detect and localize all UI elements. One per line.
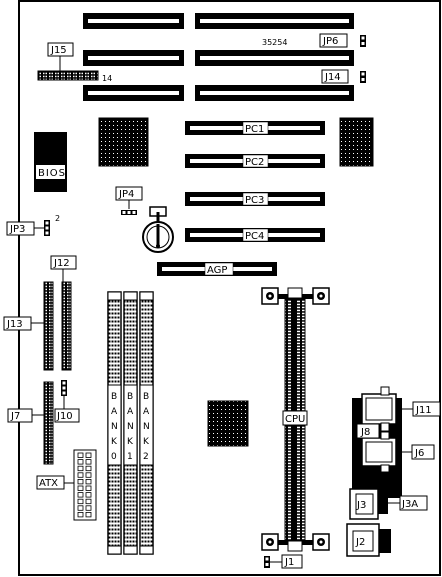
jp4-label: JP4 [118,189,134,200]
atx-pin [85,465,92,472]
j7-label: J7 [10,411,20,422]
pci-slot-2: PC2 [185,154,325,168]
cpu-label: CPU [285,414,305,425]
bank0-letter-0: 0 [111,452,117,462]
j8-label: J8 [360,427,370,438]
ide-header-left [43,281,54,371]
j2-label: J2 [355,537,365,548]
atx-pin [77,485,84,491]
j11-label: J11 [415,405,432,416]
j10-label: J10 [56,411,73,422]
bios-label: BIOS [38,168,66,179]
pc4-label: PC4 [245,231,264,242]
ide-header-right [61,281,72,371]
j15-pin-label: 14 [102,74,112,83]
bank2-letter-k: K [143,437,150,447]
bank0-letter-a: A [111,407,118,417]
j11-connector: J11 [396,401,441,417]
bank1-letter-b: B [127,392,133,402]
jp4-jumper: JP4 [115,186,143,215]
atx-pin [77,452,84,458]
j1-label: J1 [284,557,294,568]
bank0-letter-b: B [111,392,117,402]
atx-pin [77,459,84,465]
j3a-label: J3A [401,499,418,510]
j14-label: J14 [324,72,341,83]
j12-label: J12 [53,258,70,269]
j13-connector: J13 [3,316,44,331]
chipset-bottom [207,400,249,447]
serial-parallel-ports: J8 [352,386,402,498]
chipset-right [339,117,374,167]
atx-connector: ATX [36,449,97,521]
j15-connector: J15 14 [37,42,112,83]
j15-label: J15 [50,45,67,56]
board-number: 35254 [262,38,287,47]
bank1-letter-a: A [127,407,134,417]
j12-connector: J12 [50,255,77,282]
agp-label: AGP [207,265,227,276]
dimm-bank-2: B A N K 2 [139,291,154,555]
bank2-letter-b: B [143,392,149,402]
atx-pin [77,505,84,511]
cpu-slot: CPU [261,287,330,552]
atx-pin [77,465,84,472]
bios-chip: BIOS [34,132,67,192]
j3-label: J3 [356,500,366,511]
j14-connector: J14 [321,69,366,84]
bank0-letter-n: N [111,422,118,432]
bank2-letter-2: 2 [143,452,149,462]
bank2-letter-n: N [143,422,150,432]
atx-pin [85,498,92,505]
agp-slot: AGP [157,262,277,276]
atx-pin [77,492,84,498]
dimm-bank-0: B A N K 0 [107,291,122,555]
bank1-letter-n: N [127,422,134,432]
atx-label: ATX [39,478,58,489]
atx-pin [85,485,92,491]
isa-slot-2 [83,50,354,66]
battery [142,206,174,253]
atx-pin [77,512,84,518]
jp6-jumper: JP6 [319,33,366,48]
jp3-pin-label: 2 [55,214,60,223]
j7-connector: J7 [7,408,44,423]
j1-connector: J1 [264,554,303,569]
atx-pin [85,478,92,485]
jp6-label: JP6 [322,36,338,47]
atx-pin [85,452,92,458]
bank1-letter-k: K [127,437,134,447]
j3-connector: J3 J3A [349,488,428,520]
atx-pin [85,459,92,465]
bank2-letter-a: A [143,407,150,417]
j6-label: J6 [414,448,424,459]
atx-pin [85,512,92,518]
atx-pin [85,472,92,478]
atx-pin [85,492,92,498]
pc2-label: PC2 [245,157,264,168]
dimm-bank-1: B A N K 1 [123,291,138,555]
jp3-label: JP3 [9,224,25,235]
j2-connector: J2 [346,523,391,557]
bank0-letter-k: K [111,437,118,447]
bank1-letter-1: 1 [127,452,133,462]
atx-pin [77,472,84,478]
j10-connector: J10 [54,380,80,423]
atx-pin [85,505,92,511]
chipset-left [98,117,149,167]
pc3-label: PC3 [245,195,264,206]
pc1-label: PC1 [245,124,264,135]
j13-label: J13 [6,319,23,330]
isa-slot-3 [83,85,354,101]
j6-connector: J6 [396,444,435,460]
pci-slot-4: PC4 [185,228,325,242]
pci-slot-3: PC3 [185,192,325,206]
pci-slot-1: PC1 [185,121,325,135]
floppy-header [43,381,54,465]
atx-pin [77,478,84,485]
atx-pin [77,498,84,505]
jp3-jumper: JP3 2 [6,214,60,236]
isa-slot-1 [83,13,354,29]
